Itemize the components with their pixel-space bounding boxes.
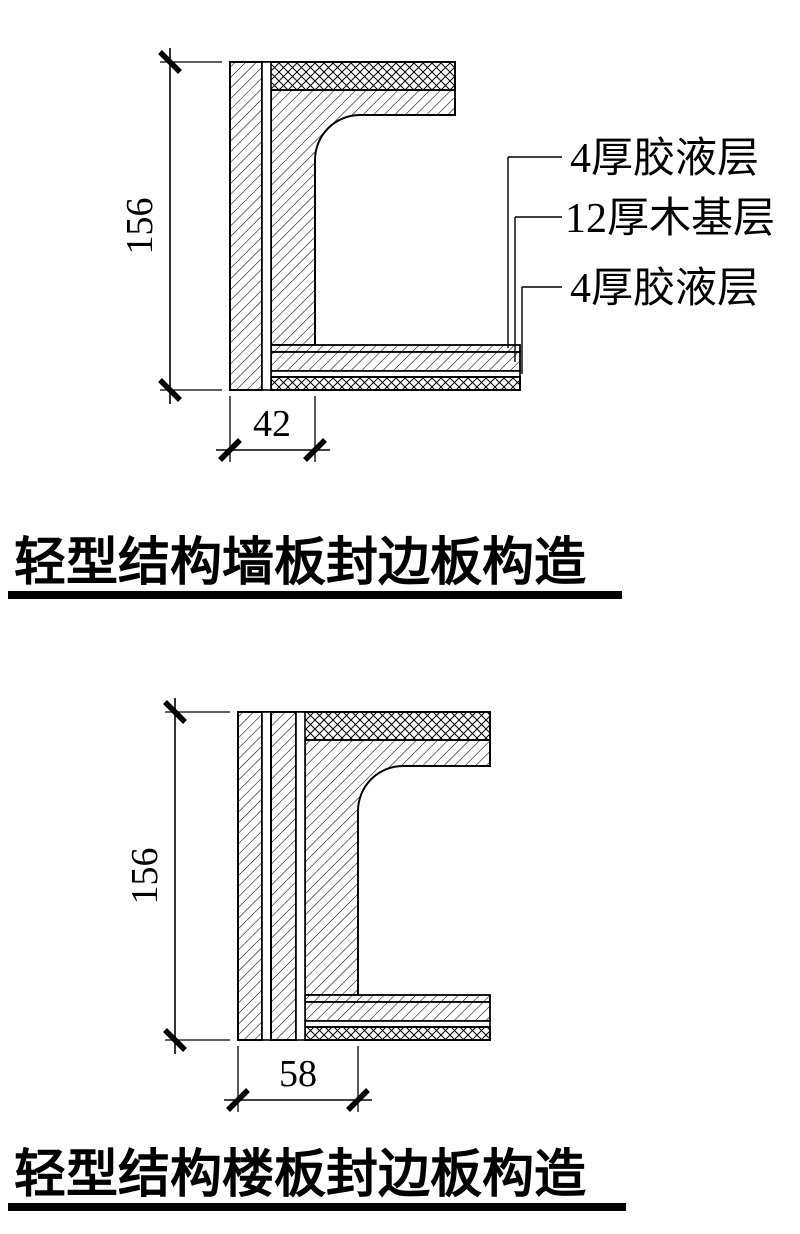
title-underline-bar <box>8 1203 626 1211</box>
glue-joint-strip <box>261 61 272 391</box>
bottom-flange-wood-base-layer <box>270 351 521 372</box>
width-dimension-value: 42 <box>253 403 291 445</box>
dimension-tick-top <box>158 50 182 74</box>
wall-panel-drawing-title: 轻型结构墙板封边板构造 <box>14 534 586 592</box>
glue-layer-top-label: 4厚胶液层 <box>570 135 759 182</box>
edge-board-strip-outer <box>237 711 263 1041</box>
dimension-tick-left <box>218 438 242 462</box>
height-dimension-value: 156 <box>124 848 166 905</box>
bottom-flange-skin-crosshatch-layer <box>270 376 521 391</box>
dimension-tick-right <box>303 438 327 462</box>
wood-base-layer-label: 12厚木基层 <box>565 196 775 242</box>
dimension-tick-top <box>163 700 187 724</box>
floor-panel-detail-drawing: 156 58 轻型结构楼板封边板构造 <box>8 698 626 1211</box>
height-dimension-value: 156 <box>119 198 161 255</box>
dimension-tick-bottom <box>158 378 182 402</box>
width-dimension: 42 <box>216 396 330 462</box>
floor-panel-drawing-title: 轻型结构楼板封边板构造 <box>14 1146 586 1204</box>
glue-joint-strip-inner <box>295 711 306 1041</box>
dimension-tick-right <box>346 1088 370 1112</box>
width-dimension-value: 58 <box>279 1053 317 1095</box>
glue-joint-strip-outer <box>261 711 272 1041</box>
title-underline-bar <box>8 591 622 599</box>
dimension-tick-left <box>226 1088 250 1112</box>
height-dimension: 156 <box>124 698 230 1054</box>
corner-fillet-lining-layer <box>304 739 491 996</box>
bottom-flange-skin-crosshatch-layer <box>304 1026 491 1041</box>
bottom-flange-glue-layer-top <box>304 994 491 1003</box>
wall-panel-detail-drawing: 156 42 4厚胶液层 12厚木基层 4厚胶液层 轻型结构墙板封边板构造 <box>8 48 775 599</box>
edge-board-strip <box>229 61 263 391</box>
height-dimension: 156 <box>119 48 222 404</box>
glue-layer-bottom-label: 4厚胶液层 <box>570 265 759 312</box>
layer-annotations: 4厚胶液层 12厚木基层 4厚胶液层 <box>507 135 775 374</box>
bottom-flange-glue-layer-top <box>270 344 521 353</box>
edge-board-strip-inner <box>270 711 297 1041</box>
width-dimension: 58 <box>224 1046 372 1112</box>
corner-fillet-lining-layer <box>270 89 456 346</box>
bottom-flange-wood-base-layer <box>304 1001 491 1022</box>
dimension-tick-bottom <box>163 1028 187 1052</box>
